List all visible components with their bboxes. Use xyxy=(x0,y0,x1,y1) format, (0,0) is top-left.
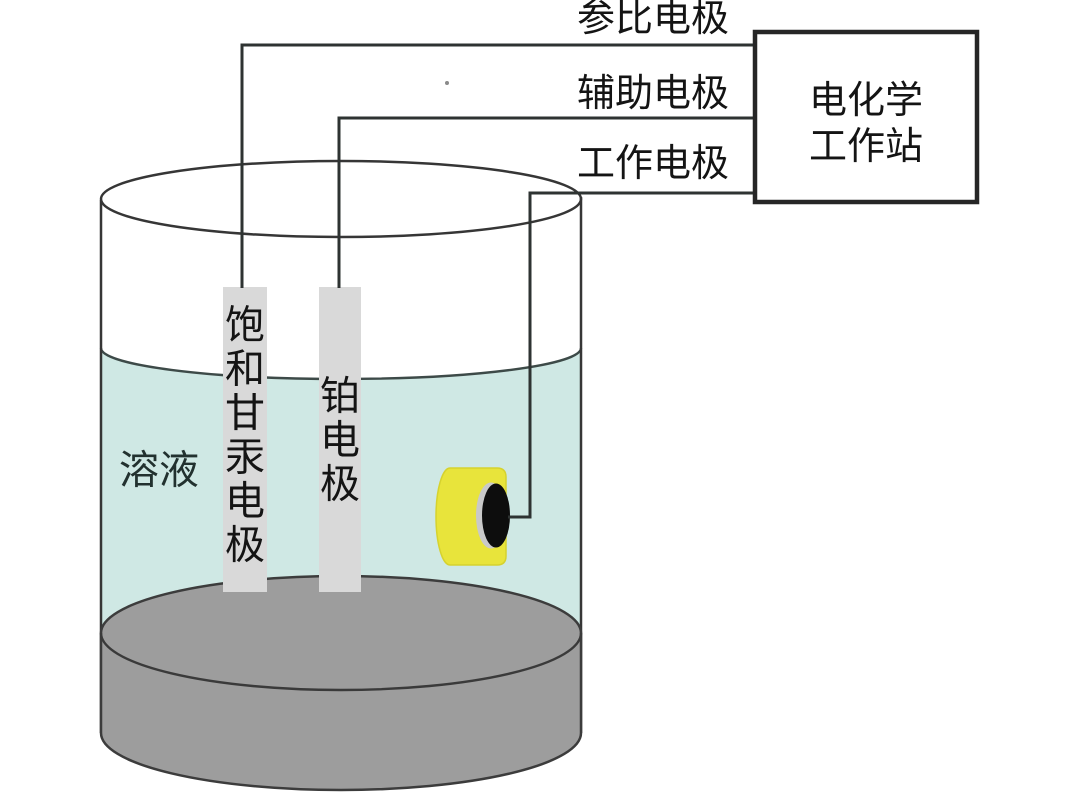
ink-speck xyxy=(445,81,449,85)
calomel-char-6: 极 xyxy=(225,523,265,568)
reference-electrode-label: 参比电极 xyxy=(577,0,729,40)
calomel-electrode-label: 饱 和 甘 汞 电 极 xyxy=(225,303,265,568)
platinum-char-3: 极 xyxy=(320,462,360,507)
auxiliary-electrode-wire xyxy=(337,116,757,288)
reference-electrode-wire xyxy=(240,43,757,288)
calomel-char-5: 电 xyxy=(225,479,265,524)
workstation-label-line2: 工作站 xyxy=(809,126,923,168)
working-electrode-face xyxy=(482,483,510,548)
auxiliary-electrode-label: 辅助电极 xyxy=(577,73,729,115)
working-electrode-label: 工作电极 xyxy=(577,143,729,185)
platinum-char-1: 铂 xyxy=(320,374,360,419)
beaker-rim xyxy=(99,159,583,239)
calomel-char-3: 甘 xyxy=(225,391,265,436)
sediment-rim-line xyxy=(99,632,583,692)
platinum-char-2: 电 xyxy=(320,418,360,463)
calomel-electrode-rod xyxy=(223,287,267,592)
calomel-char-4: 汞 xyxy=(225,435,265,480)
calomel-char-1: 饱 xyxy=(225,303,265,348)
solution-label: 溶液 xyxy=(119,448,199,493)
working-electrode xyxy=(435,467,510,566)
platinum-electrode-rod xyxy=(319,287,361,592)
working-electrode-wire xyxy=(508,191,757,519)
sediment-disk xyxy=(99,574,583,792)
platinum-electrode-label: 铂 电 极 xyxy=(320,374,360,507)
workstation-label-line1: 电化学 xyxy=(809,80,923,122)
calomel-char-2: 和 xyxy=(225,347,265,392)
workstation-box xyxy=(752,29,980,205)
